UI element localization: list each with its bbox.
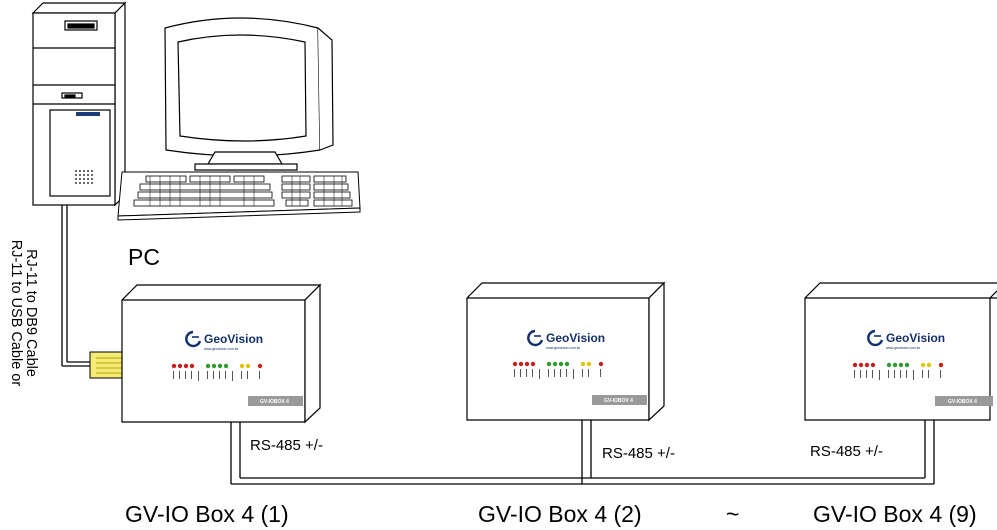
- rs485-bus: [230, 420, 935, 485]
- status-leds: [512, 361, 604, 367]
- rj11-connector: [89, 351, 125, 379]
- cable-label-line2: RJ-11 to DB9 Cable: [23, 249, 39, 377]
- brand-logo: GeoVision: [886, 331, 945, 345]
- pc-label: PC: [128, 244, 160, 270]
- pc-keyboard: [117, 171, 361, 221]
- brand-url: www.geovision.com.tw: [886, 346, 921, 350]
- brand-logo: GeoVision: [204, 332, 263, 346]
- rs485-label-2: RS-485 +/-: [602, 445, 675, 462]
- cable-label: RJ-11 to USB Cable or RJ-11 to DB9 Cable: [8, 240, 39, 387]
- brand-url: www.geovision.com.tw: [546, 346, 581, 350]
- model-plate: GV-IOBOX 4: [948, 399, 977, 405]
- box-caption-1: GV-IO Box 4 (1): [125, 501, 289, 527]
- io-box-9: GeoVision www.geovision.com.tw GV-IOBOX …: [804, 282, 997, 421]
- io-box-1: GeoVision www.geovision.com.tw GV-IOBOX …: [121, 283, 322, 424]
- ellipsis-mark: ~: [726, 501, 739, 527]
- pc-tower: [31, 1, 127, 207]
- brand-url: www.geovision.com.tw: [204, 347, 239, 351]
- status-leds: [171, 363, 263, 369]
- serial-cable: [61, 205, 90, 367]
- cable-label-line1: RJ-11 to USB Cable or: [8, 240, 24, 387]
- io-box-2: GeoVision www.geovision.com.tw GV-IOBOX …: [466, 281, 666, 422]
- rs485-label-1: RS-485 +/-: [250, 437, 323, 454]
- pc-monitor: [164, 17, 334, 171]
- box-caption-2: GV-IO Box 4 (2): [478, 501, 642, 527]
- box-caption-9: GV-IO Box 4 (9): [813, 501, 977, 527]
- status-leds: [852, 362, 944, 368]
- model-plate: GV-IOBOX 4: [260, 399, 289, 405]
- model-plate: GV-IOBOX 4: [604, 398, 633, 404]
- brand-logo: GeoVision: [546, 331, 605, 345]
- rs485-label-3: RS-485 +/-: [810, 443, 883, 460]
